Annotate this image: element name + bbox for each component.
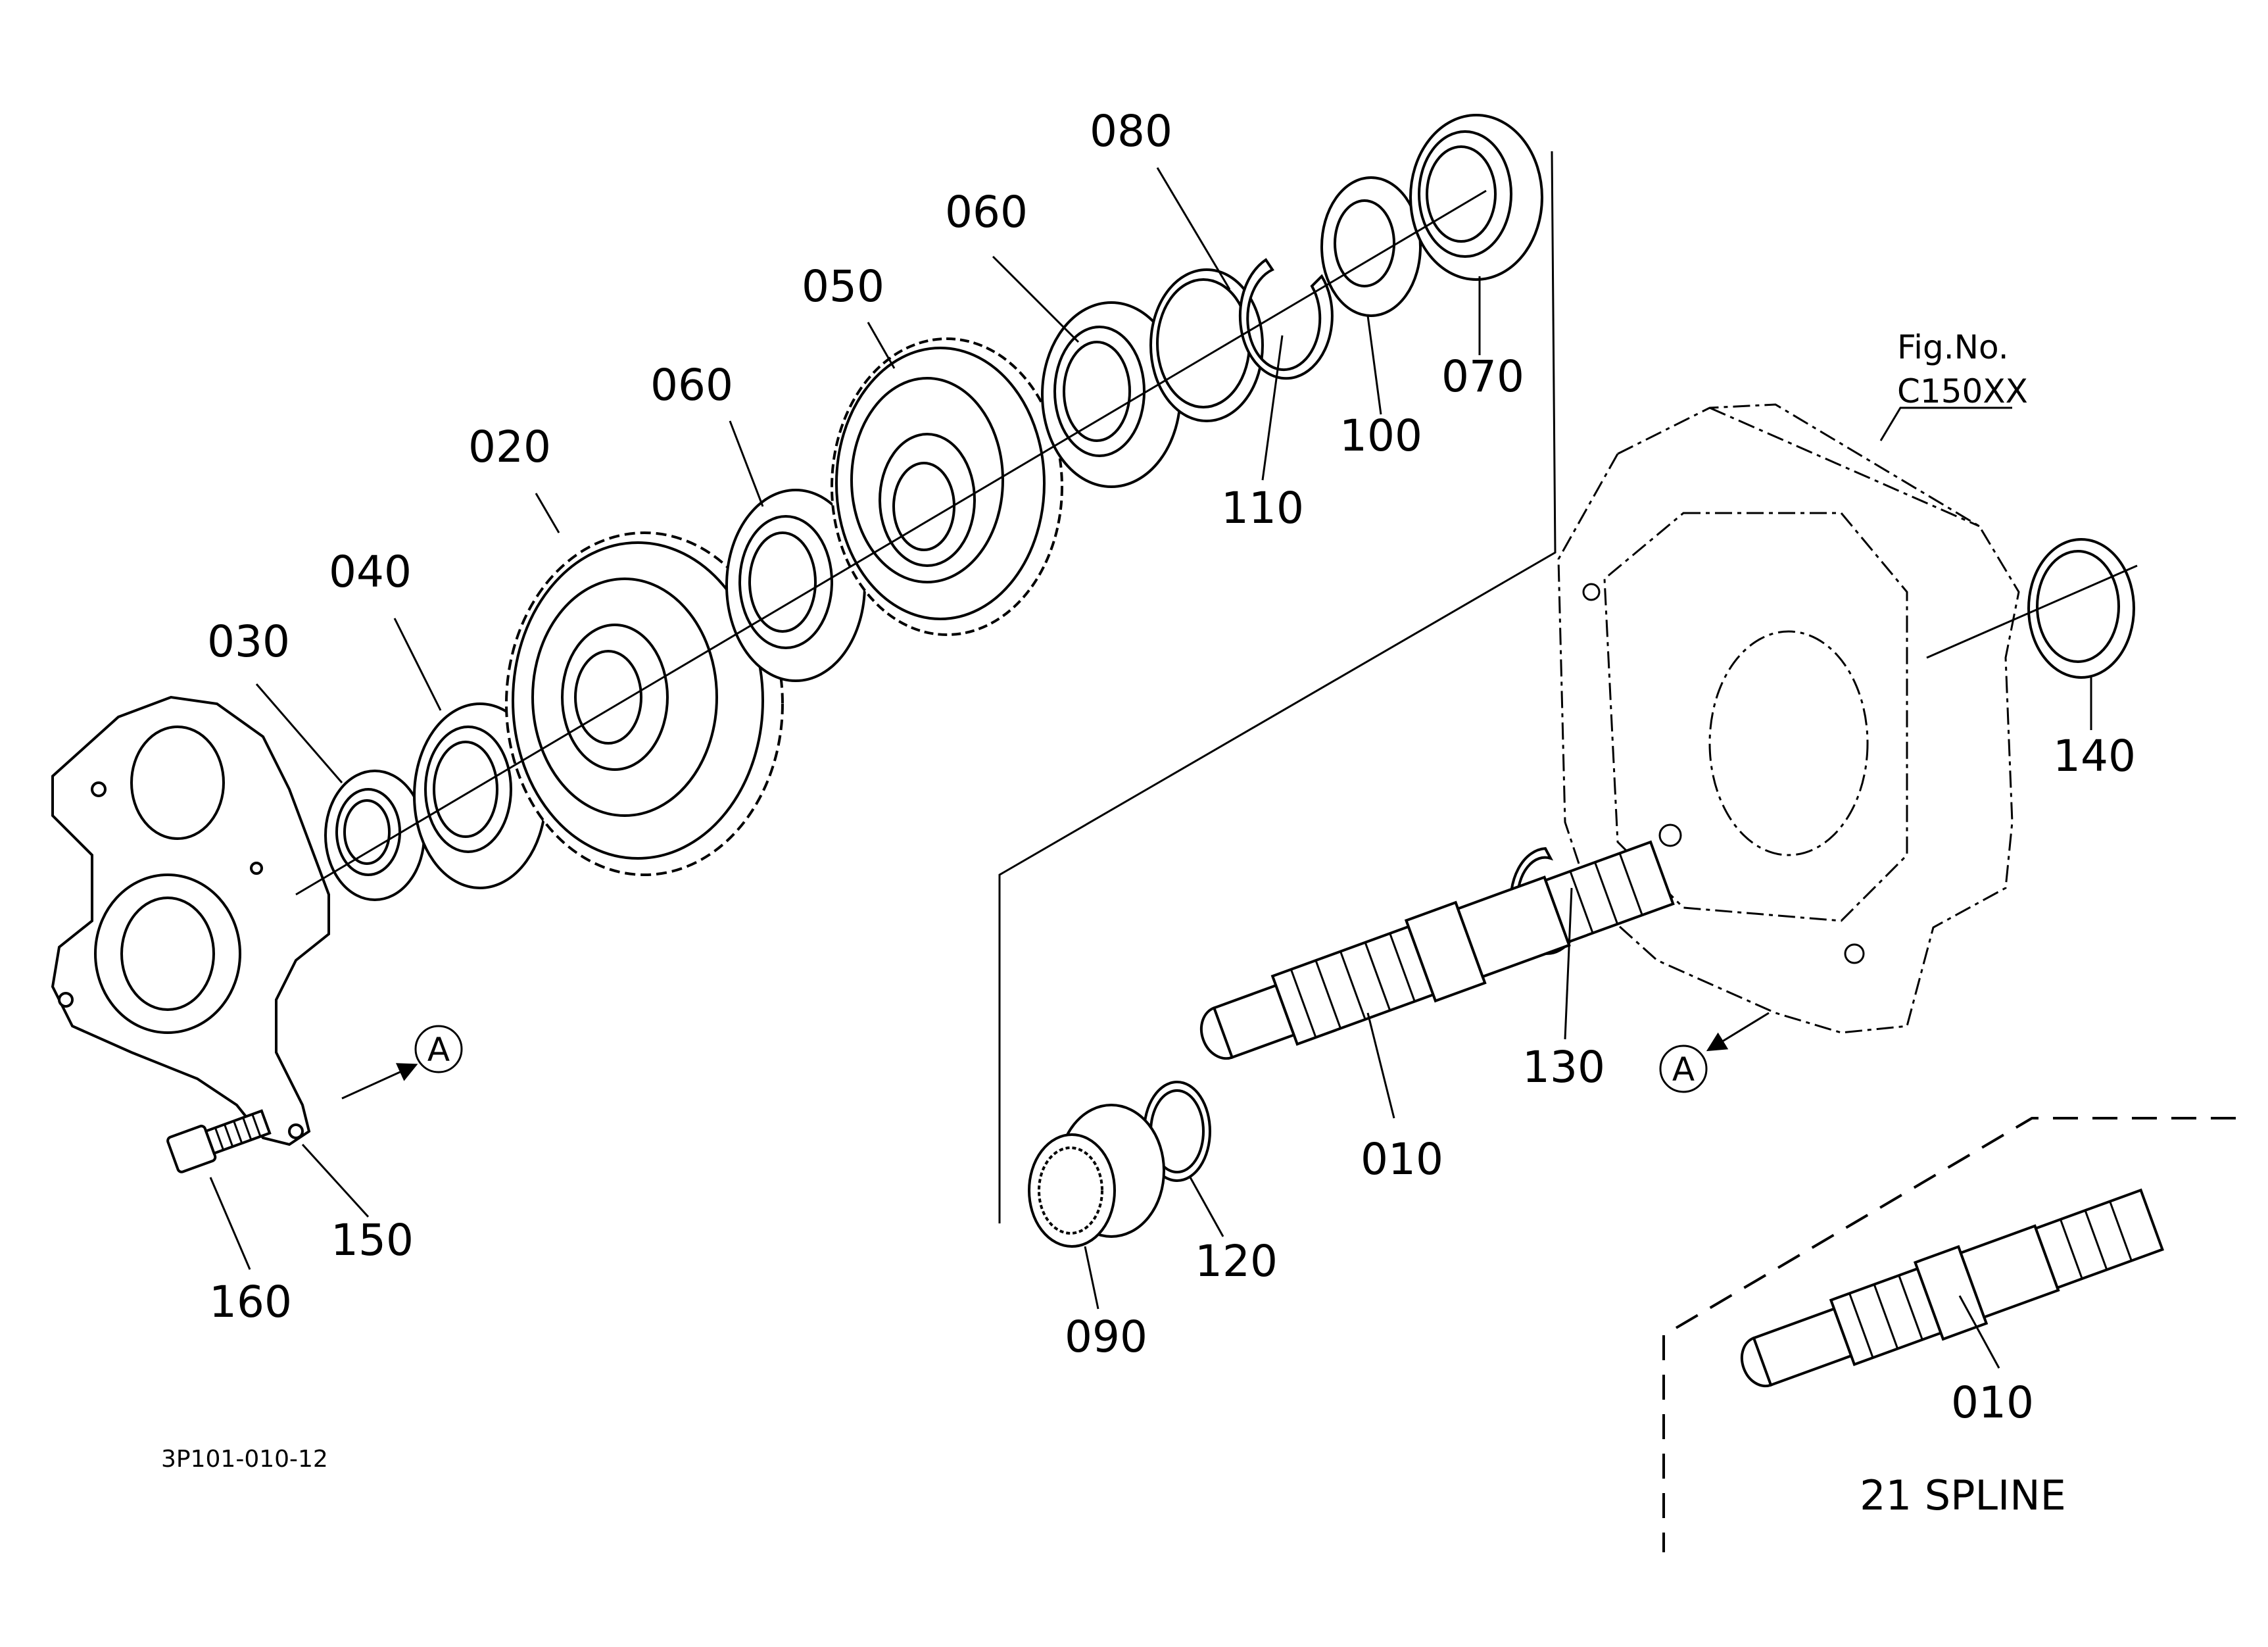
label-040: 040 xyxy=(329,547,412,597)
label-050: 050 xyxy=(802,261,884,312)
label-100: 100 xyxy=(1339,410,1422,461)
label-010-main: 010 xyxy=(1361,1134,1443,1185)
ring-080 xyxy=(1149,268,1264,422)
bearing-030 xyxy=(324,770,425,901)
label-090: 090 xyxy=(1065,1312,1147,1362)
callout-a-left-label: A xyxy=(427,1031,450,1069)
inset-caption: 21 SPLINE xyxy=(1860,1471,2066,1519)
label-060-top: 060 xyxy=(945,187,1028,237)
label-070: 070 xyxy=(1441,351,1524,402)
label-060-left: 060 xyxy=(650,360,733,410)
label-120: 120 xyxy=(1195,1236,1278,1287)
bolt-160 xyxy=(166,1109,272,1173)
snap-ring-110 xyxy=(1238,258,1334,380)
gear-050 xyxy=(831,337,1063,636)
callout-a-left: A xyxy=(341,1025,463,1100)
callout-a-right-label: A xyxy=(1672,1050,1695,1089)
shaft-010-main xyxy=(1199,840,1675,1060)
label-140: 140 xyxy=(2053,731,2136,781)
subassembly-bracket xyxy=(998,151,1556,1223)
label-110: 110 xyxy=(1221,483,1304,533)
label-080: 080 xyxy=(1090,106,1172,157)
label-130: 130 xyxy=(1522,1042,1605,1093)
label-030: 030 xyxy=(207,616,290,667)
part-labels: 080 060 050 070 100 110 060 020 040 030 … xyxy=(207,106,2136,1428)
leader-lines xyxy=(209,167,2092,1369)
assembly-axis-line xyxy=(295,189,1487,896)
callout-a-right: A xyxy=(1659,1012,1770,1093)
washer-100 xyxy=(1320,176,1422,317)
shaft-010-inset xyxy=(1740,1188,2164,1388)
figure-reference-number: C150XX xyxy=(1897,372,2028,410)
plate-150 xyxy=(51,695,330,1146)
gear-020 xyxy=(505,531,784,876)
label-160: 160 xyxy=(209,1277,292,1327)
figure-reference-label: Fig.No. xyxy=(1897,328,2009,366)
inset-border xyxy=(1662,1117,2236,1552)
seal-140 xyxy=(2027,538,2135,679)
label-150: 150 xyxy=(331,1215,414,1266)
drawing-code: 3P101-010-12 xyxy=(161,1446,328,1473)
gearbox-housing xyxy=(1557,403,2020,1034)
label-010-inset: 010 xyxy=(1951,1377,2034,1428)
needle-bearing-090 xyxy=(1028,1104,1165,1248)
label-020: 020 xyxy=(468,422,551,472)
bearing-060-left xyxy=(725,489,866,682)
